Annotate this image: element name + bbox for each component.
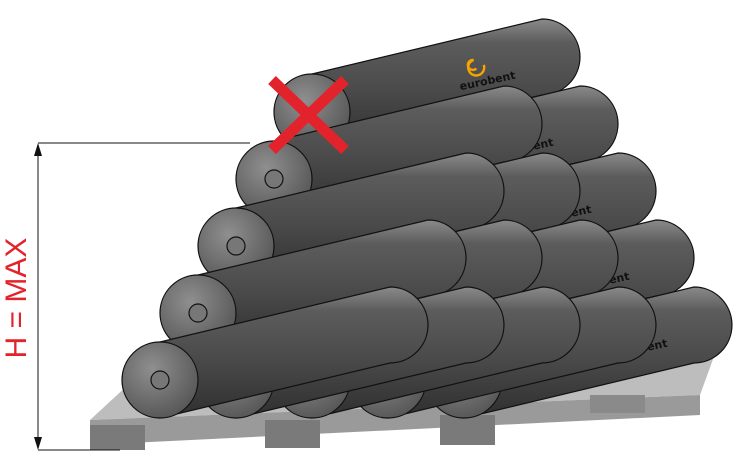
- pallet-front: [90, 395, 700, 445]
- roll-stack: eurobenteurobenteurobenteurobenteurobent: [121, 18, 733, 419]
- forbidden-cross-icon: [268, 76, 349, 154]
- roll: [121, 286, 429, 419]
- height-label: H = MAX: [0, 238, 33, 359]
- pallet-block-mid: [265, 420, 320, 448]
- arrow-up-icon: [34, 143, 42, 156]
- pallet-block-left: [90, 425, 145, 450]
- roll-core: [264, 169, 284, 189]
- roll-body: [159, 286, 429, 419]
- roll-core: [188, 303, 208, 323]
- logo-swirl: [466, 58, 486, 77]
- roll-core: [226, 236, 246, 256]
- pallet-block-right: [440, 415, 495, 445]
- roll-core: [150, 370, 170, 390]
- arrow-down-icon: [34, 437, 42, 450]
- height-dimension: H = MAX: [0, 142, 250, 451]
- pallet-block-back: [590, 395, 645, 413]
